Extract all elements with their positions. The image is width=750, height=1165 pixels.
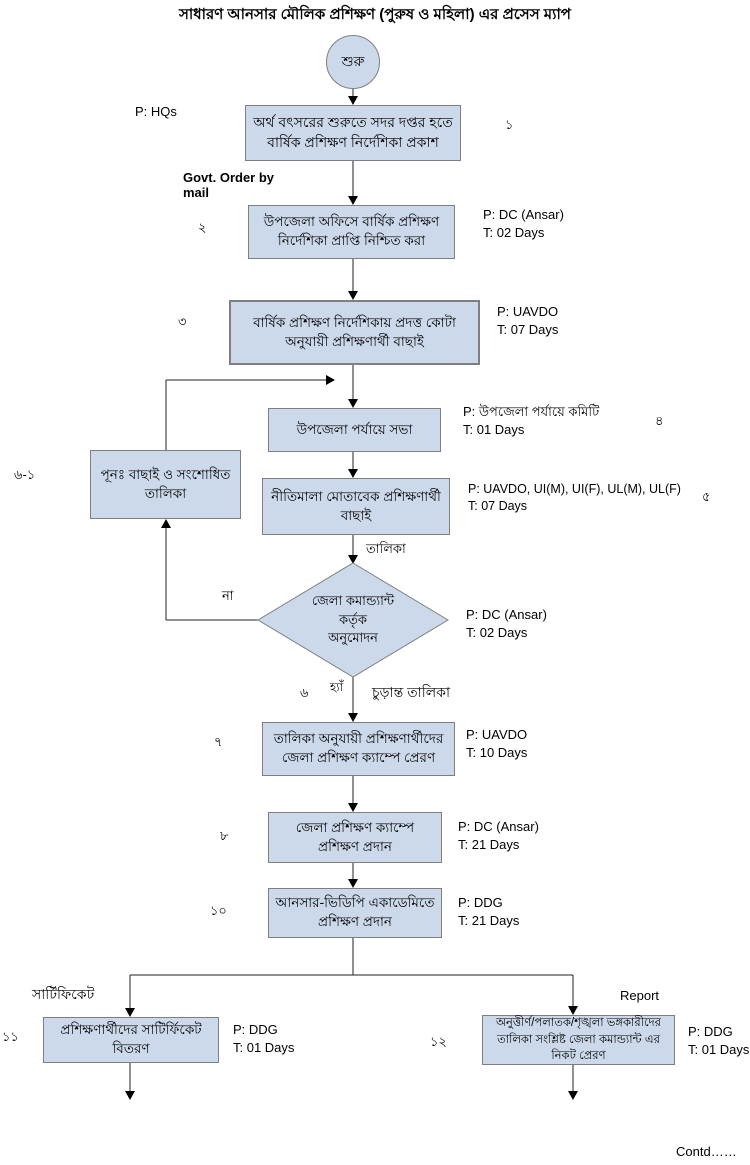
step-4-number: ৪ bbox=[655, 413, 664, 428]
step-11-box: প্রশিক্ষণার্থীদের সাটির্ফিকেট বিতরণ bbox=[43, 1017, 219, 1063]
step-5-box: নীতিমালা মোতাবেক প্রশিক্ষণার্থী বাছাই bbox=[262, 478, 450, 535]
step-6-performer-time: P: DC (Ansar) T: 02 Days bbox=[466, 607, 547, 640]
step-2-performer-time: P: DC (Ansar) T: 02 Days bbox=[483, 207, 564, 240]
start-label: শুরু bbox=[341, 53, 365, 69]
report-label: Report bbox=[620, 988, 660, 1003]
contd-label: Contd…… bbox=[676, 1144, 737, 1159]
step-3-box: বার্ষিক প্রশিক্ষণ নির্দেশিকায় প্রদত্ত ক… bbox=[229, 300, 480, 365]
step-10-box: আনসার-ভিডিপি একাডেমিতে প্রশিক্ষণ প্রদান bbox=[268, 888, 442, 938]
step-3-performer-time: P: UAVDO T: 07 Days bbox=[497, 304, 559, 337]
step-11-number: ১১ bbox=[2, 1029, 19, 1044]
step-12-number: ১২ bbox=[430, 1034, 447, 1049]
step-8-performer-time: P: DC (Ansar) T: 21 Days bbox=[458, 819, 539, 852]
step-7-box: তালিকা অনুযায়ী প্রশিক্ষণার্থীদের জেলা প… bbox=[262, 722, 455, 776]
step-11-performer-time: P: DDG T: 01 Days bbox=[233, 1022, 295, 1055]
step-1-box: অর্থ বৎসরের শুরুতে সদর দপ্তর হতে বার্ষিক… bbox=[245, 105, 461, 161]
step-5-performer-time: P: UAVDO, UI(M), UI(F), UL(M), UL(F) T: … bbox=[468, 482, 681, 513]
yes-label: হ্যাঁ bbox=[330, 680, 344, 694]
step-7-performer-time: P: UAVDO T: 10 Days bbox=[466, 727, 528, 760]
step-12-box: অনুত্তীর্ণ/পলাতক/শৃঙ্খলা ভঙ্গকারীদের তাল… bbox=[482, 1015, 675, 1065]
step-6-1-number: ৬-১ bbox=[14, 467, 36, 482]
start-node: শুরু bbox=[326, 35, 380, 89]
step-3-number: ৩ bbox=[178, 314, 187, 329]
govt-order-label: Govt. Order by mail bbox=[183, 170, 275, 200]
step-2-number: ২ bbox=[198, 220, 207, 235]
page-title: সাধারণ আনসার মৌলিক প্রশিক্ষণ (পুরুষ ও মহ… bbox=[179, 6, 571, 23]
step-12-performer-time: P: DDG T: 01 Days bbox=[688, 1024, 750, 1057]
certificate-label: সার্টিফিকেট bbox=[32, 986, 95, 1002]
step-1-number: ১ bbox=[505, 117, 514, 132]
talika-label: তালিকা bbox=[366, 541, 406, 556]
step-10-number: ১০ bbox=[210, 903, 227, 918]
step-8-box: জেলা প্রশিক্ষণ ক্যাম্পে প্রশিক্ষণ প্রদান bbox=[268, 812, 442, 863]
step-4-box: উপজেলা পর্যায়ে সভা bbox=[268, 408, 441, 452]
step-8-number: ৮ bbox=[220, 828, 229, 843]
step-6-1-box: পূনঃ বাছাই ও সংশোধিত তালিকা bbox=[90, 450, 241, 519]
step-5-number: ৫ bbox=[702, 489, 711, 504]
step-10-performer-time: P: DDG T: 21 Days bbox=[458, 895, 520, 928]
step-1-performer-label: P: HQs bbox=[135, 104, 177, 119]
step-6-number: ৬ bbox=[300, 685, 309, 700]
step-4-performer-time: P: উপজেলা পর্যায়ে কমিটি T: 01 Days bbox=[463, 404, 600, 437]
step-7-number: ৭ bbox=[214, 734, 223, 749]
step-2-box: উপজেলা অফিসে বার্ষিক প্রশিক্ষণ নির্দেশিক… bbox=[248, 205, 455, 259]
final-list-label: চুড়ান্ত তালিকা bbox=[372, 684, 451, 700]
decision-text: জেলা কমান্ড্যান্ট কর্তৃক অনুমোদন bbox=[311, 592, 395, 646]
no-label: না bbox=[222, 588, 234, 603]
